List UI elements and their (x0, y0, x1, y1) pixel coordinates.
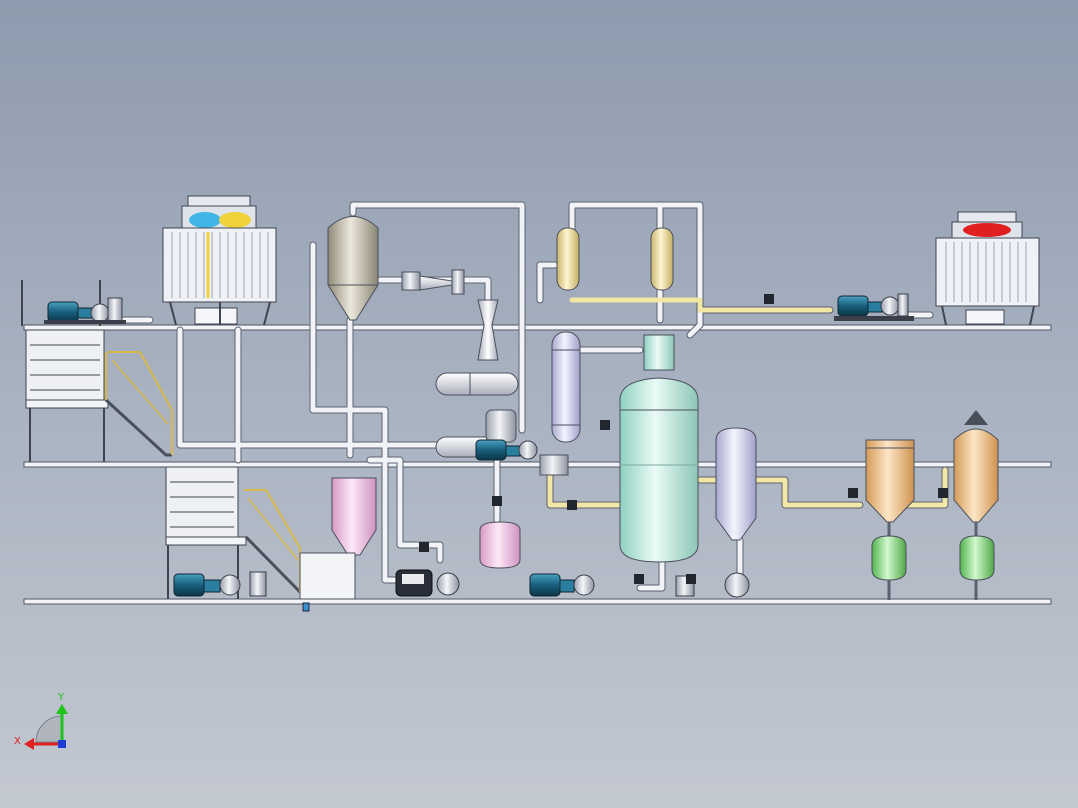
pipe-network (116, 201, 980, 592)
tank-pink (479, 521, 521, 569)
axis-triad-icon (24, 704, 68, 750)
vacuum-pump-ground (395, 569, 460, 597)
steam-ejector (401, 269, 499, 361)
pump-upper-left (44, 297, 126, 324)
condenser-column (551, 331, 581, 443)
platform-floors (23, 324, 1052, 605)
receiver-cream-left (556, 227, 580, 291)
separator-column-lavender (715, 427, 757, 541)
receiver-cream-right (650, 227, 674, 291)
mixing-tank-box (299, 552, 356, 612)
left-staircase-lower (165, 466, 302, 599)
settling-tank-orange-left (865, 439, 915, 523)
cooling-tower-left (162, 195, 277, 326)
middle-floor-beam (23, 461, 1052, 468)
pump-ground-right (675, 572, 750, 598)
axis-y-label: Y (57, 692, 65, 703)
pump-ground-middle (529, 573, 595, 597)
heat-exchanger-upper (435, 372, 519, 396)
main-reactor-vessel (619, 334, 699, 563)
cooling-tower-right (935, 211, 1040, 326)
ground-floor-beam (23, 598, 1052, 605)
upper-floor-beam (23, 324, 1052, 331)
pump-upper-right (834, 293, 914, 321)
product-receiver-green-right (959, 522, 995, 600)
settling-tank-orange-right (953, 410, 999, 523)
valve-set (419, 294, 948, 584)
hopper-pink (331, 477, 377, 556)
vacuum-hopper-tan (327, 216, 379, 321)
axis-x-label: X (14, 736, 21, 747)
pump-middle (475, 439, 538, 461)
pump-ground-left (173, 571, 267, 597)
product-receiver-green-left (871, 522, 907, 600)
